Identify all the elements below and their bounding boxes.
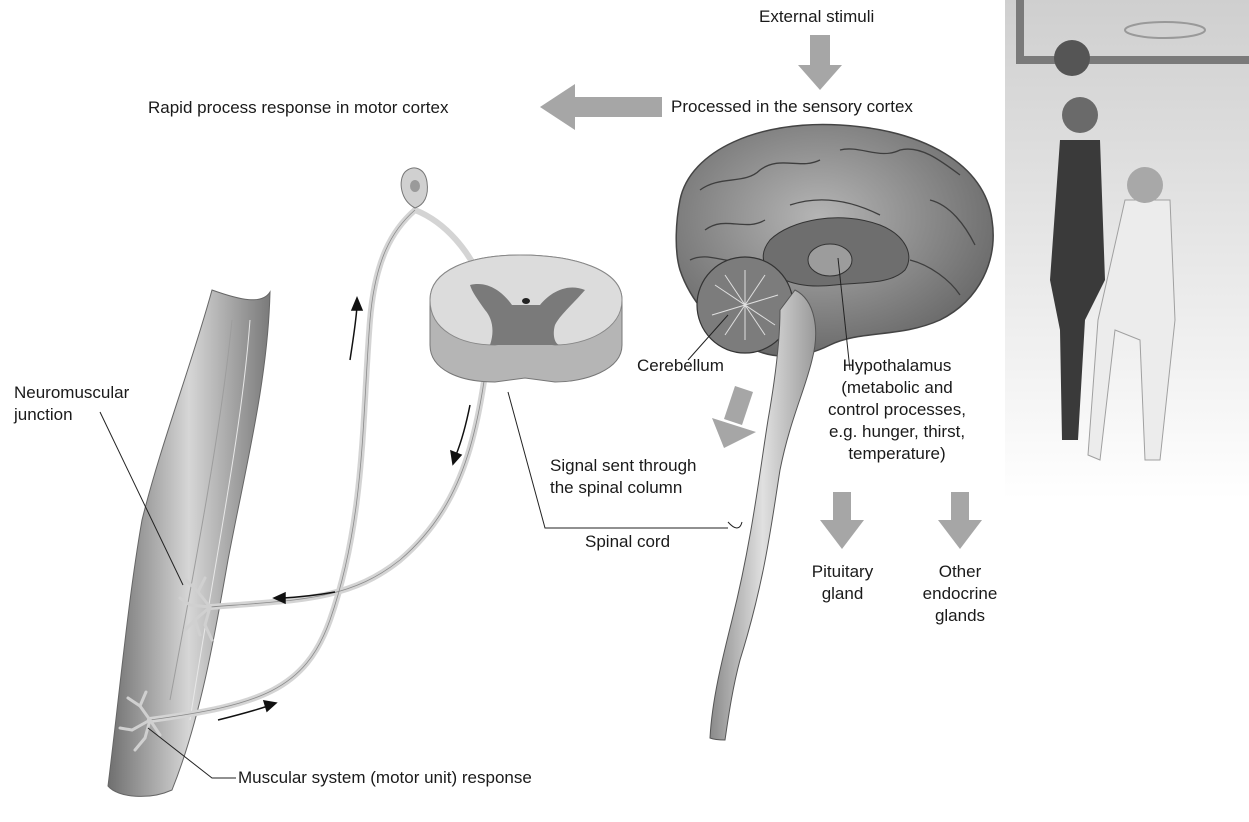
arrow-pituitary bbox=[820, 492, 864, 549]
label-cerebellum: Cerebellum bbox=[637, 355, 724, 377]
label-sensory-cortex: Processed in the sensory cortex bbox=[671, 96, 913, 118]
label-signal-spinal-column: Signal sent through the spinal column bbox=[550, 455, 697, 499]
label-spinal-cord: Spinal cord bbox=[585, 531, 670, 553]
label-motor-cortex: Rapid process response in motor cortex bbox=[148, 97, 448, 119]
spinal-cord-bracket bbox=[728, 522, 742, 528]
hypothalamus-line-5: temperature) bbox=[797, 443, 997, 465]
hypothalamus-line-4: e.g. hunger, thirst, bbox=[797, 421, 997, 443]
arrow-other-glands bbox=[938, 492, 982, 549]
label-neuromuscular-junction: Neuromuscular junction bbox=[14, 382, 129, 426]
neuromuscular-line-1: Neuromuscular bbox=[14, 382, 129, 404]
other-line-2: endocrine bbox=[910, 583, 1010, 605]
hypothalamus-line-2: (metabolic and bbox=[797, 377, 997, 399]
label-other-endocrine-glands: Other endocrine glands bbox=[910, 561, 1010, 627]
arrow-stimuli-down bbox=[798, 35, 842, 90]
other-line-1: Other bbox=[910, 561, 1010, 583]
label-hypothalamus: Hypothalamus (metabolic and control proc… bbox=[797, 355, 997, 465]
arrow-to-motor-cortex bbox=[540, 84, 662, 130]
pituitary-line-2: gland bbox=[795, 583, 890, 605]
label-pituitary-gland: Pituitary gland bbox=[795, 561, 890, 605]
brain-illustration bbox=[676, 124, 993, 356]
signal-line-1: Signal sent through bbox=[550, 455, 697, 477]
signal-line-2: the spinal column bbox=[550, 477, 697, 499]
spinal-cord-section bbox=[430, 255, 622, 382]
neuromuscular-line-2: junction bbox=[14, 404, 129, 426]
basketball-photo bbox=[1005, 0, 1249, 500]
hypothalamus-line-3: control processes, bbox=[797, 399, 997, 421]
pituitary-line-1: Pituitary bbox=[795, 561, 890, 583]
arrow-signal-down bbox=[712, 386, 756, 448]
hypothalamus-line-1: Hypothalamus bbox=[797, 355, 997, 377]
neuron-cell-body bbox=[401, 168, 427, 208]
label-external-stimuli: External stimuli bbox=[759, 6, 874, 28]
label-muscular-response: Muscular system (motor unit) response bbox=[238, 767, 532, 789]
other-line-3: glands bbox=[910, 605, 1010, 627]
